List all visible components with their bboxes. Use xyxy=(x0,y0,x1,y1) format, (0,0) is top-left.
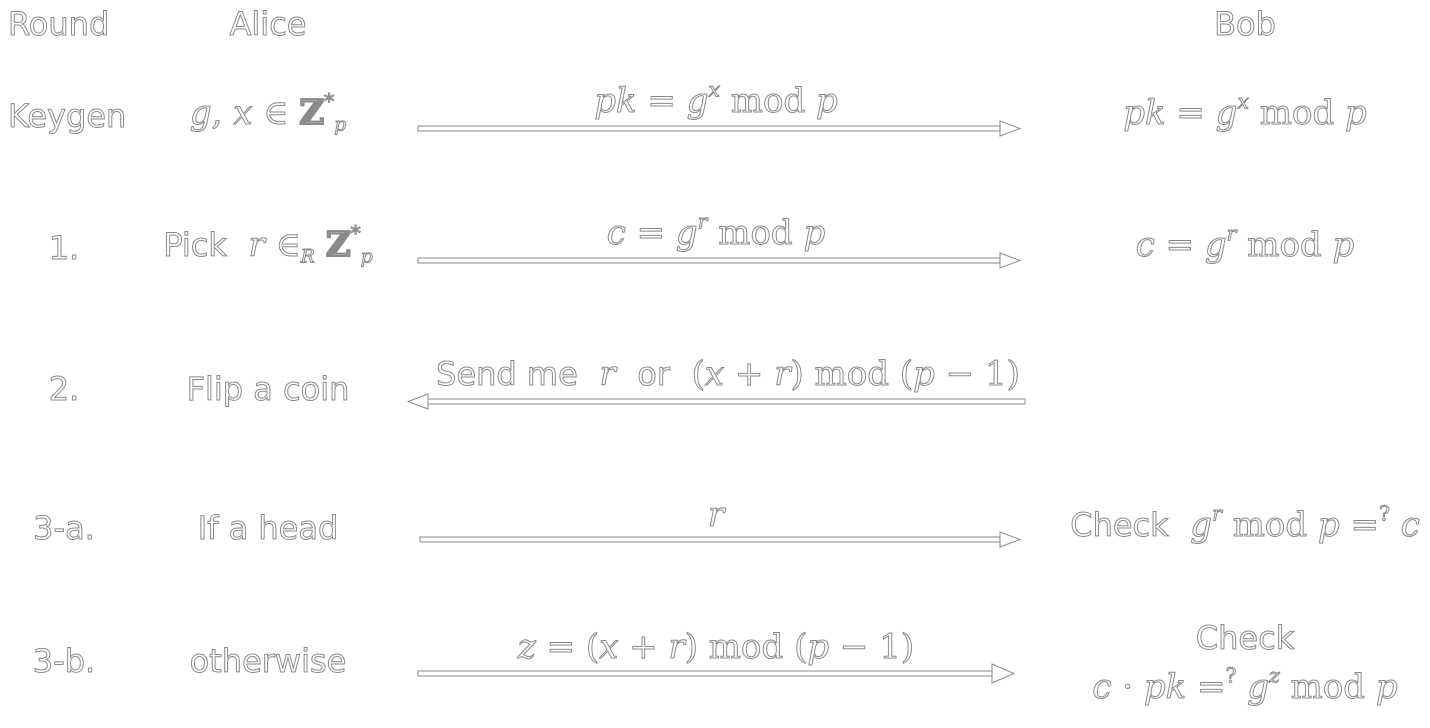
round-2-alice: Flip a coin xyxy=(186,370,350,408)
header-round: Round xyxy=(7,5,110,43)
round-2-label: 2. xyxy=(48,370,80,408)
keygen-bob-formula: pk = gx mod p xyxy=(1123,89,1368,133)
round-1-pick-text: Pick xyxy=(163,226,228,264)
round-1-alice-formula: r ∈R ℤ*p xyxy=(248,221,373,268)
round-3a-bob: Check gr mod p =? c xyxy=(1070,501,1421,545)
round-3a-check-text: Check xyxy=(1070,506,1169,544)
arrow-keygen xyxy=(417,120,1022,137)
round-1-alice: Pick r ∈R ℤ*p xyxy=(163,221,373,268)
round-1-bob-formula: c = gr mod p xyxy=(1135,221,1355,265)
round-3b-bob-formula: c · pk =? gz mod p xyxy=(1092,663,1398,707)
arrow-round-3b xyxy=(417,663,1016,684)
keygen-message-formula: pk = gx mod p xyxy=(594,77,839,121)
keygen-alice-formula: g, x ∈ ℤ*p xyxy=(189,89,347,136)
round-2-send-text: Send me xyxy=(436,355,579,393)
header-bob: Bob xyxy=(1214,5,1277,43)
round-3b-alice: otherwise xyxy=(189,642,347,680)
round-3a-message-formula: r xyxy=(707,495,725,535)
header-alice: Alice xyxy=(229,5,307,43)
arrow-round-1 xyxy=(417,252,1022,269)
round-1-message-formula: c = gr mod p xyxy=(606,209,826,253)
round-2-or-text: or xyxy=(637,355,671,393)
round-3a-alice: If a head xyxy=(197,509,339,547)
round-2-message: Send me r or (x + r) mod (p − 1) xyxy=(436,354,1021,394)
arrow-round-3a xyxy=(419,531,1022,548)
round-3b-label: 3-b. xyxy=(32,642,96,680)
round-3a-label: 3-a. xyxy=(33,509,96,547)
round-1-label: 1. xyxy=(48,229,80,267)
round-3b-check-text: Check xyxy=(1195,619,1295,657)
keygen-label: Keygen xyxy=(7,97,127,135)
arrow-round-2 xyxy=(406,393,1026,410)
round-3b-message-formula: z = (x + r) mod (p − 1) xyxy=(517,627,915,667)
